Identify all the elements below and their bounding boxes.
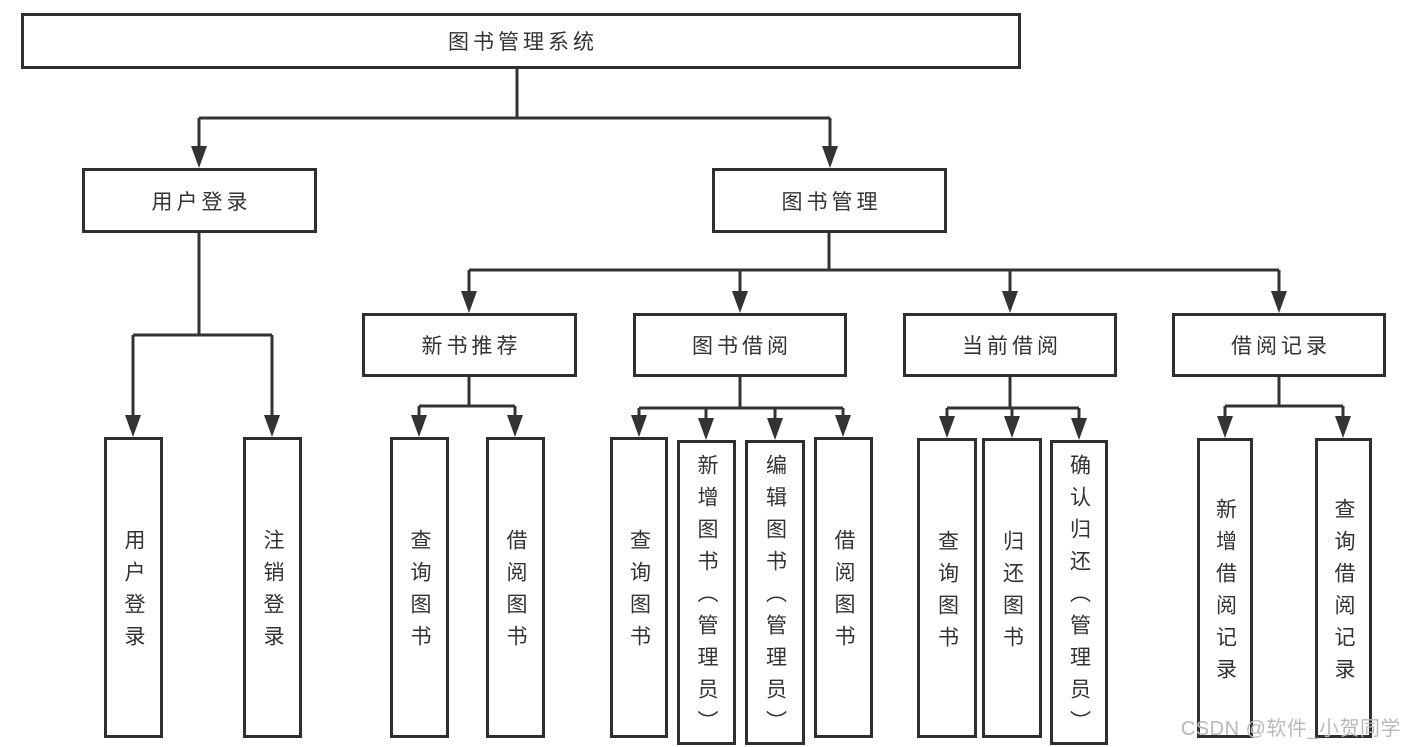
node-add-borrow-record: 新增借阅记录 [1197,438,1253,738]
node-root: 图书管理系统 [21,13,1021,69]
connector-borrow-children [631,377,851,440]
node-add-books-admin: 新增图书（管理员） [677,440,736,745]
node-edit-books-admin: 编辑图书（管理员） [745,440,805,745]
node-return-books-label: 归还图书 [1000,529,1024,658]
node-book-borrow: 图书借阅 [633,313,847,377]
node-book-borrow-label: 图书借阅 [692,335,792,358]
node-add-books-admin-label: 新增图书（管理员） [695,454,719,742]
node-user-login-action: 用户登录 [104,437,163,738]
node-borrow-records-label: 借阅记录 [1231,335,1331,358]
connector-root-to-branches [191,69,838,168]
node-borrow-books-recommend-label: 借阅图书 [504,529,528,657]
connector-book-management-children [461,233,1287,313]
connector-records-children [1217,377,1351,438]
node-query-books-borrow-label: 查询图书 [627,529,651,657]
node-borrow-books-borrow: 借阅图书 [814,437,873,738]
node-current-borrow: 当前借阅 [903,313,1117,377]
node-root-label: 图书管理系统 [448,31,598,54]
node-user-login-label: 用户登录 [151,190,252,214]
node-confirm-return-admin-label: 确认归还（管理员） [1067,454,1091,742]
node-book-management: 图书管理 [712,168,947,233]
node-confirm-return-admin: 确认归还（管理员） [1050,440,1108,745]
node-query-books-current-label: 查询图书 [935,529,959,658]
node-logout: 注销登录 [243,437,302,738]
node-current-borrow-label: 当前借阅 [962,335,1062,358]
node-edit-books-admin-label: 编辑图书（管理员） [763,454,787,742]
connector-recommend-children [411,377,523,437]
connector-current-children [939,377,1087,440]
node-borrow-books-recommend: 借阅图书 [486,437,545,738]
connector-user-login-children [125,233,280,437]
node-user-login-action-label: 用户登录 [122,529,146,657]
node-new-book-recommend-label: 新书推荐 [421,335,522,358]
node-borrow-books-borrow-label: 借阅图书 [832,529,856,657]
node-query-books-borrow: 查询图书 [610,437,668,738]
node-book-management-label: 图书管理 [781,190,882,214]
node-query-books-recommend: 查询图书 [390,437,449,738]
node-add-borrow-record-label: 新增借阅记录 [1213,497,1237,690]
node-query-books-current: 查询图书 [917,438,977,738]
node-user-login: 用户登录 [82,168,317,233]
node-logout-label: 注销登录 [261,529,285,657]
node-query-books-recommend-label: 查询图书 [408,529,432,657]
node-query-borrow-record-label: 查询借阅记录 [1332,497,1356,690]
node-return-books: 归还图书 [982,438,1042,738]
node-borrow-records: 借阅记录 [1172,313,1386,377]
node-query-borrow-record: 查询借阅记录 [1315,438,1372,738]
node-new-book-recommend: 新书推荐 [362,313,577,377]
watermark: CSDN @软件_小贺同学 [1180,718,1401,740]
